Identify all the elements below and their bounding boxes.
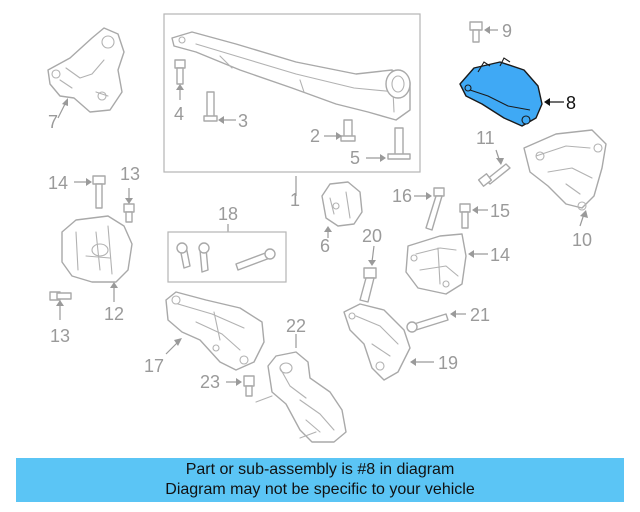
part-13-bolt-lower <box>49 291 72 301</box>
callout-5: 5 <box>350 148 360 168</box>
callout-13-lower: 13 <box>50 326 70 346</box>
part-23-mount <box>255 351 347 443</box>
callout-9: 9 <box>502 21 512 41</box>
banner-line-1: Part or sub-assembly is #8 in diagram <box>185 461 455 478</box>
callout-20: 19 <box>438 353 458 373</box>
callout-7: 7 <box>48 112 58 132</box>
part-11-bolt <box>477 163 511 187</box>
assembly-box-19 <box>167 231 287 283</box>
part-16-bolt <box>459 203 471 229</box>
part-14-bolt <box>92 175 106 209</box>
callout-11: 11 <box>476 128 495 148</box>
callout-18: 17 <box>144 356 164 376</box>
callout-12: 12 <box>104 304 124 324</box>
part-1-crossmember <box>171 31 411 121</box>
part-15-bracket <box>405 233 467 295</box>
callout-3: 3 <box>238 111 248 131</box>
callout-15: 14 <box>490 245 510 265</box>
part-4-bolt <box>174 59 186 85</box>
callout-13-upper: 13 <box>120 164 140 184</box>
part-5-bolt <box>387 127 411 160</box>
part-22-bolt <box>406 313 449 333</box>
callout-1: 1 <box>290 190 300 210</box>
part-9-bolt <box>469 21 483 43</box>
part-19-bolts <box>176 242 276 273</box>
callout-2: 2 <box>310 126 320 146</box>
callout-6: 6 <box>320 236 330 256</box>
part-2-bolt <box>340 119 356 142</box>
callout-16: 15 <box>490 201 510 221</box>
callout-19: 18 <box>218 204 238 224</box>
part-7-bracket <box>47 27 125 113</box>
assembly-box-1 <box>163 13 421 173</box>
part-21-bolt <box>359 267 377 303</box>
part-8-mount-highlighted <box>459 57 543 127</box>
part-17-bolt <box>425 187 445 231</box>
info-banner: Part or sub-assembly is #8 in diagram Di… <box>16 458 624 502</box>
part-6-mount <box>321 181 363 227</box>
part-13-bolt-upper <box>123 203 135 223</box>
callout-8: 8 <box>566 93 576 113</box>
callout-14: 14 <box>48 173 68 193</box>
callout-17: 16 <box>392 186 412 206</box>
part-12-mount <box>61 215 133 283</box>
part-24-bolt <box>243 375 255 397</box>
part-10-bracket <box>523 129 607 211</box>
part-18-bracket <box>165 291 265 371</box>
part-20-bracket <box>343 303 411 381</box>
callout-21: 20 <box>362 226 382 246</box>
banner-line-2: Diagram may not be specific to your vehi… <box>165 481 475 498</box>
part-3-bolt <box>203 91 218 122</box>
callout-24: 23 <box>200 372 220 392</box>
callout-10: 10 <box>572 230 592 250</box>
callout-22: 21 <box>470 305 490 325</box>
callout-4: 4 <box>174 104 184 124</box>
callout-23: 22 <box>286 316 306 336</box>
